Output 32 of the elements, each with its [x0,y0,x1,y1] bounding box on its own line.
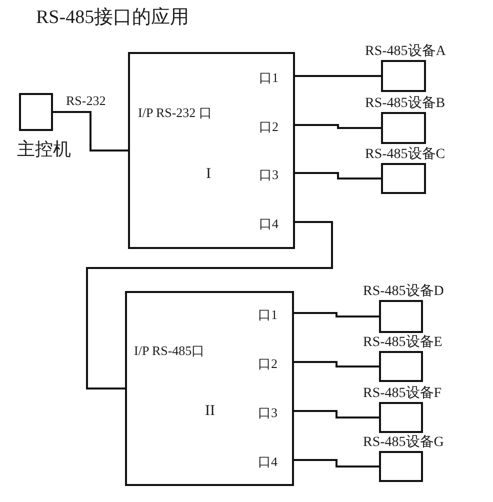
device-label: RS-485设备G [363,434,444,451]
port-label: 口3 [259,165,297,185]
connection-line [294,459,379,468]
port-label: 口2 [258,354,296,374]
unit-number: I [206,166,211,183]
device-label: RS-485设备D [363,282,444,300]
connection-line [294,361,379,368]
connection-line [294,312,379,318]
input-port-label: I/P RS-232 口 [138,104,212,122]
device-label: RS-485设备F [363,384,442,402]
connection-line [295,124,381,129]
port-label: 口2 [259,117,297,137]
port-label: 口3 [258,403,296,423]
port-label: 口4 [259,214,297,234]
host-label: 主控机 [17,138,71,161]
device-label: RS-485设备C [365,146,446,163]
title: RS-485接口的应用 [36,6,190,30]
connection-line [295,75,381,77]
port-label: 口1 [259,68,297,88]
converter-box [128,52,295,249]
converter-box [125,291,294,486]
device-label: RS-485设备A [365,42,446,60]
port-label: 口4 [258,452,296,472]
port-label: 口1 [258,305,296,325]
connection-line [295,172,381,180]
connection-line [86,221,333,390]
device-label: RS-485设备E [363,334,442,351]
connection-line [294,410,379,418]
device-label: RS-485设备B [365,94,446,112]
connection-line [53,111,128,152]
input-port-label: I/P RS-485口 [134,342,205,360]
unit-number: II [205,403,215,420]
